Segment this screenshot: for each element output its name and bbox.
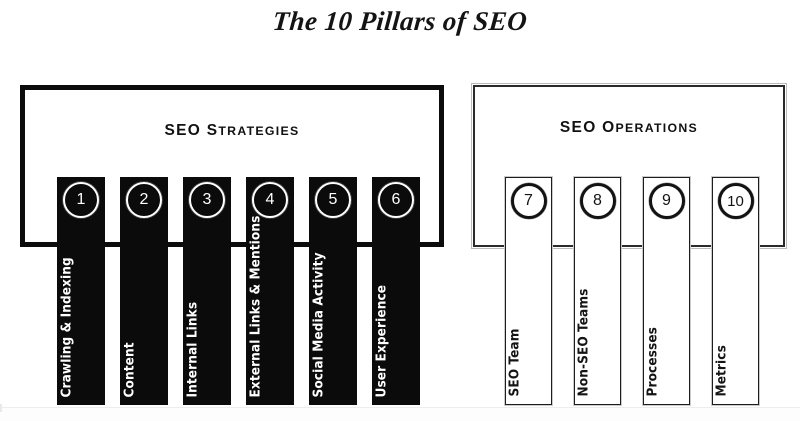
pillar-3-label-wrap: Internal Links [183,220,231,405]
pillar-2-label-wrap: Content [120,220,168,405]
pillar-3[interactable]: 3 Internal Links [183,177,231,405]
pillar-5[interactable]: 5 Social Media Activity [309,177,357,405]
pillar-2[interactable]: 2 Content [120,177,168,405]
pillar-10-label-wrap: Metrics [713,219,758,404]
pillar-3-number-badge: 3 [189,182,225,218]
pillar-8[interactable]: 8 Non-SEO Teams [573,176,622,406]
pillar-9-number-badge: 9 [648,183,685,219]
pillar-10[interactable]: 10 Metrics [711,176,760,406]
pillar-9[interactable]: 9 Processes [642,176,691,406]
pillar-6[interactable]: 6 User Experience [372,177,420,405]
pillar-8-number-badge: 8 [579,183,616,219]
pillar-10-label: Metrics [713,344,729,396]
pillar-5-label-wrap: Social Media Activity [309,220,357,405]
pillar-8-label-wrap: Non-SEO Teams [575,219,620,404]
pillar-4[interactable]: 4 External Links & Mentions [246,177,294,405]
pillar-2-label: Content [121,341,138,397]
heading-strategies-acronym: SEO [164,122,202,139]
panel-heading-operations: SEO OPERATIONS [475,119,783,137]
panel-heading-strategies: SEO STRATEGIES [25,122,439,140]
pillar-group-operations: 7 SEO Team 8 Non-SEO Teams 9 Processes 1… [473,176,785,406]
pillar-3-label: Internal Links [184,301,201,397]
pillar-7[interactable]: 7 SEO Team [504,176,553,406]
heading-strategies-smallcaps: TRATEGIES [218,124,300,138]
heading-operations-acronym: SEO [559,119,597,136]
pillar-8-label: Non-SEO Teams [575,288,591,396]
pillar-1-label: Crawling & Indexing [58,256,75,397]
pillar-10-number-badge: 10 [717,183,754,219]
pillar-1-number-badge: 1 [63,182,99,218]
pillar-4-number-badge: 4 [252,182,288,218]
pillar-9-label: Processes [644,326,660,396]
heading-operations-cap: O [602,119,616,136]
pillar-group-strategies: 1 Crawling & Indexing 2 Content 3 Intern… [20,177,444,405]
pillar-7-number-badge: 7 [510,183,547,219]
pillar-1-label-wrap: Crawling & Indexing [57,220,105,405]
left-edge-tick [0,404,2,412]
pillar-6-label-wrap: User Experience [372,220,420,405]
pillar-9-label-wrap: Processes [644,219,689,404]
page-title: The 10 Pillars of SEO [271,6,529,36]
pillar-7-label: SEO Team [506,328,522,396]
pillar-6-label: User Experience [373,284,390,397]
pillar-4-label-wrap: External Links & Mentions [246,215,294,405]
pillar-1[interactable]: 1 Crawling & Indexing [57,177,105,405]
pillar-4-label: External Links & Mentions [247,215,264,397]
pillar-7-label-wrap: SEO Team [506,219,551,404]
bottom-divider [0,407,800,421]
heading-strategies-cap: S [206,122,219,139]
pillar-2-number-badge: 2 [126,182,162,218]
heading-operations-smallcaps: PERATIONS [615,121,699,135]
pillar-5-number-badge: 5 [315,182,351,218]
pillar-6-number-badge: 6 [378,182,414,218]
pillar-5-label: Social Media Activity [310,251,327,397]
